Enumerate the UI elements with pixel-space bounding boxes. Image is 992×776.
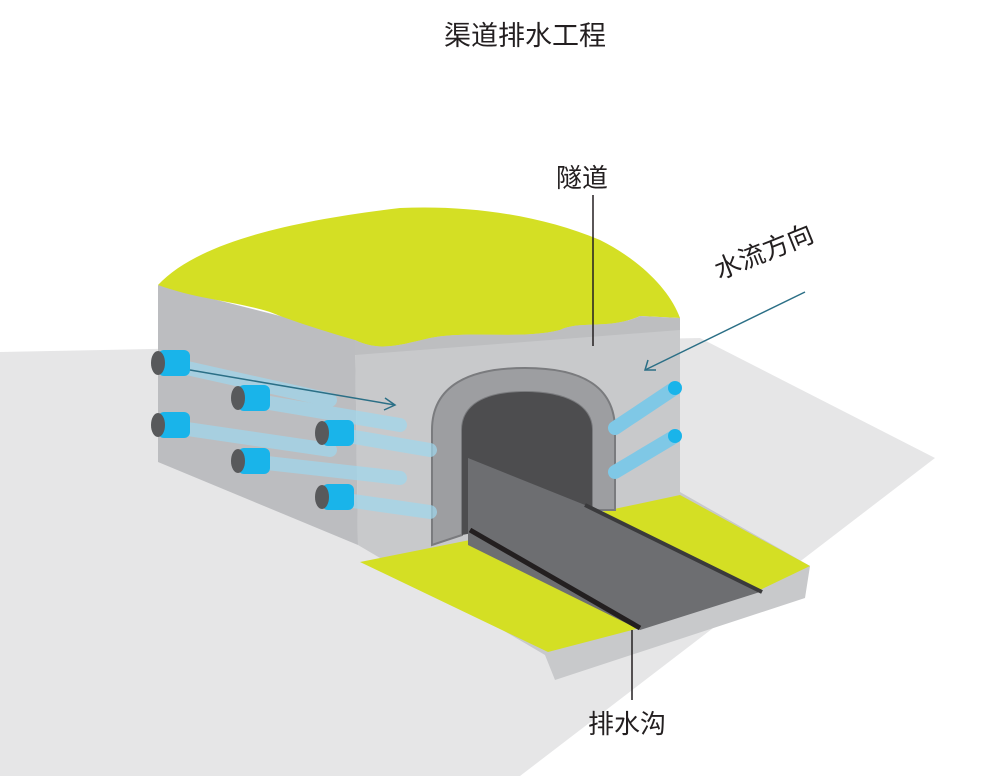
tunnel-label: 隧道 [556,164,609,194]
drainage-ditch-line-right [584,503,763,594]
flow-leader-line [644,291,806,371]
block-side-face [158,285,358,545]
flow-arrow-left [189,369,396,406]
drainage-ditch-line [468,527,642,631]
diagram-title: 渠道排水工程 [444,21,606,52]
flow-leader-head [643,359,656,371]
grass-strip-right [600,495,810,590]
drain-pipes-right [608,381,682,479]
drain-pipes-left [151,350,437,519]
grass-top [158,207,680,347]
rock-edge [355,316,680,355]
flow-arrow-left-head [383,397,397,411]
tunnel-floor [468,458,760,630]
grass-strip-left [360,540,640,652]
drainage-ditch-label: 排水沟 [588,710,667,740]
